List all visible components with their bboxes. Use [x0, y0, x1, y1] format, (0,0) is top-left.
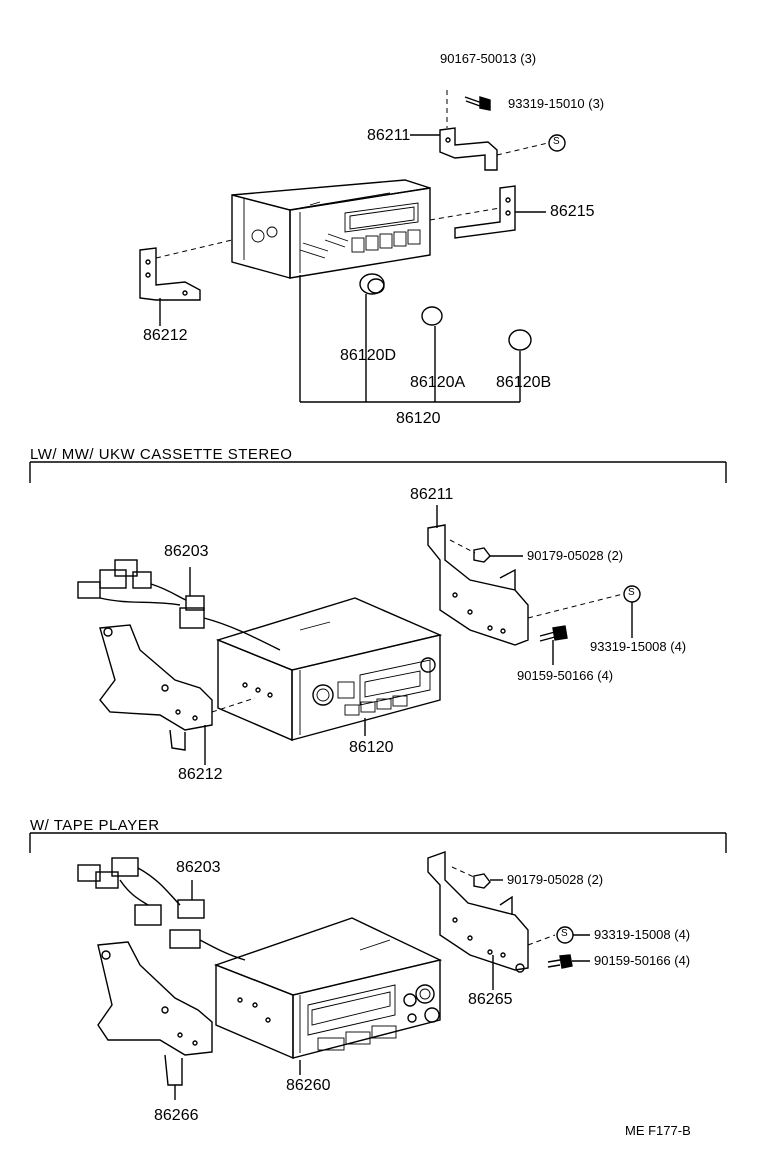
bottom-tape-unit — [213, 917, 443, 1075]
top-s-mark — [548, 134, 566, 152]
section-3-frame — [29, 832, 727, 853]
top-knob-86120A-label: 86120A — [410, 374, 466, 391]
top-bracket-86211 — [410, 90, 549, 171]
top-screw-93319-label: 93319-15010 (3) — [508, 96, 605, 111]
middle-harness-86203 — [77, 559, 281, 651]
bottom-s-mark — [556, 926, 590, 944]
bottom-s-mark-label: S — [561, 928, 568, 939]
top-screw-90167-label: 90167-50013 (3) — [440, 51, 537, 66]
middle-assembly-86120-label: 86120 — [349, 739, 394, 756]
middle-bracket-86212 — [99, 624, 256, 765]
top-knob-86120D-label: 86120D — [340, 347, 397, 364]
top-assembly-86120-label: 86120 — [396, 410, 441, 427]
bottom-nut-label: 90179-05028 (2) — [507, 872, 604, 887]
middle-s-mark-label: S — [628, 587, 635, 598]
bottom-bracket-86265-label: 86265 — [468, 991, 513, 1008]
top-bracket-86215 — [429, 185, 546, 239]
top-bracket-86215-label: 86215 — [550, 203, 595, 220]
bottom-assembly-86260-label: 86260 — [286, 1077, 331, 1094]
top-radio-unit — [231, 179, 431, 279]
middle-radio-unit — [215, 597, 443, 742]
bottom-harness-86203 — [77, 857, 246, 961]
bottom-screw-90159-label: 90159-50166 (4) — [594, 953, 691, 968]
top-knobs — [299, 273, 532, 403]
bottom-bracket-86266-label: 86266 — [154, 1107, 199, 1124]
top-bracket-86211-label: 86211 — [367, 127, 411, 144]
middle-screw-90159 — [539, 625, 568, 665]
bottom-harness-86203-label: 86203 — [176, 859, 221, 876]
top-screw-93319 — [464, 96, 491, 111]
middle-s-mark — [623, 585, 641, 638]
bottom-screw-93319-label: 93319-15008 (4) — [594, 927, 691, 942]
bottom-screw-90159 — [547, 954, 590, 969]
middle-bracket-86211-label: 86211 — [410, 486, 454, 503]
middle-nut-label: 90179-05028 (2) — [527, 548, 624, 563]
section-title-cassette-stereo: LW/ MW/ UKW CASSETTE STEREO — [30, 446, 293, 463]
figure-code: ME F177-B — [625, 1123, 691, 1138]
middle-screw-90159-label: 90159-50166 (4) — [517, 668, 614, 683]
middle-nut-90179 — [473, 547, 523, 563]
section-title-tape-player: W/ TAPE PLAYER — [30, 817, 160, 834]
top-bracket-86212-label: 86212 — [143, 327, 188, 344]
top-knob-86120B-label: 86120B — [496, 374, 552, 391]
middle-harness-86203-label: 86203 — [164, 543, 209, 560]
bottom-bracket-86266 — [97, 941, 213, 1100]
top-bracket-86212 — [139, 239, 233, 326]
middle-bracket-86212-label: 86212 — [178, 766, 223, 783]
section-2-frame — [29, 461, 727, 483]
top-s-mark-label: S — [553, 136, 560, 147]
middle-bracket-86211 — [427, 505, 624, 646]
bottom-nut-90179 — [473, 873, 503, 889]
bottom-bracket-86265 — [427, 851, 556, 990]
middle-screw-93319-label: 93319-15008 (4) — [590, 639, 687, 654]
